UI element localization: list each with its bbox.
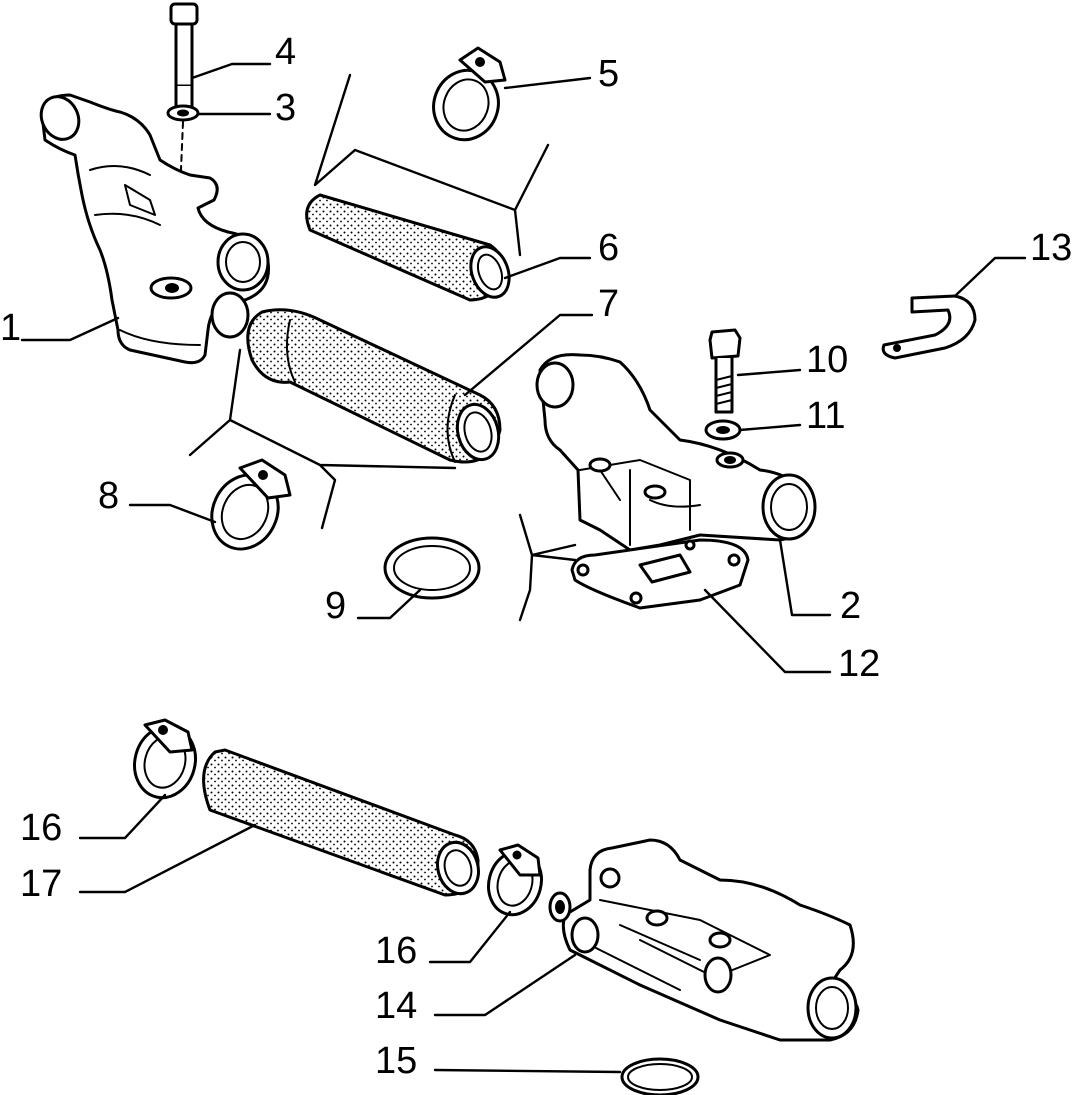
callout-5: 5: [598, 53, 619, 95]
leader-1: [20, 316, 120, 342]
hose-part-17: [202, 748, 480, 897]
ring-part-15: [620, 1057, 700, 1095]
leader-12: [703, 588, 832, 674]
leader-14: [433, 953, 577, 1017]
leader-7: [463, 313, 594, 397]
callout-3: 3: [275, 87, 296, 129]
clamp-part-8: [210, 458, 292, 551]
callout-1: 1: [0, 307, 21, 349]
bolt-part-10: [708, 328, 742, 414]
washer-part-11: [704, 419, 742, 441]
leader-17: [78, 823, 257, 894]
leader-8: [128, 503, 217, 524]
leader-13: [953, 256, 1027, 298]
callout-2: 2: [840, 585, 861, 627]
hose-6-bracket-line: [313, 73, 550, 257]
callout-7: 7: [598, 283, 619, 325]
callout-12: 12: [838, 643, 880, 685]
manifold-part-14: [548, 838, 860, 1042]
leader-15: [433, 1068, 622, 1074]
clamp-part-16-lower: [487, 843, 543, 917]
callout-10: 10: [806, 339, 848, 381]
leader-lines: [20, 62, 1027, 1074]
callout-16-upper: 16: [20, 807, 62, 849]
clamp-part-5: [432, 46, 507, 142]
leader-9: [356, 588, 422, 620]
leader-4: [190, 62, 272, 80]
hose-part-7: [246, 308, 502, 464]
callout-9: 9: [325, 585, 346, 627]
callout-15: 15: [375, 1040, 417, 1082]
gasket-part-12: [570, 538, 750, 610]
leader-11: [738, 423, 802, 432]
hose-part-6: [305, 193, 511, 302]
leader-10: [736, 368, 802, 377]
callout-16-lower: 16: [375, 930, 417, 972]
callout-8: 8: [98, 475, 119, 517]
clamp-part-16-upper: [133, 718, 197, 800]
leader-16-lower: [428, 910, 512, 964]
leader-2: [778, 538, 832, 617]
leader-16-upper: [78, 793, 167, 840]
callout-4: 4: [275, 31, 296, 73]
bolt-part-4: [169, 2, 199, 110]
leader-5: [503, 76, 592, 90]
callout-labels: 4 3 5 6 7 1 8 9 10 11 2 12 13 16 17 16 1…: [0, 31, 1072, 1082]
leader-6: [503, 256, 592, 280]
bracket-part-13: [881, 294, 977, 360]
housing-part-1: [39, 93, 271, 365]
callout-14: 14: [375, 985, 417, 1027]
gasket-12-bracket-line: [518, 513, 577, 622]
oring-near-part-1: [210, 291, 250, 339]
housing-part-2: [535, 353, 817, 552]
callout-17: 17: [20, 863, 62, 905]
callout-13: 13: [1030, 227, 1072, 269]
washer-part-3: [166, 104, 200, 122]
ring-part-9: [383, 536, 481, 600]
callout-11: 11: [806, 395, 845, 437]
callout-6: 6: [598, 227, 619, 269]
hose-7-bracket-line: [188, 348, 457, 530]
